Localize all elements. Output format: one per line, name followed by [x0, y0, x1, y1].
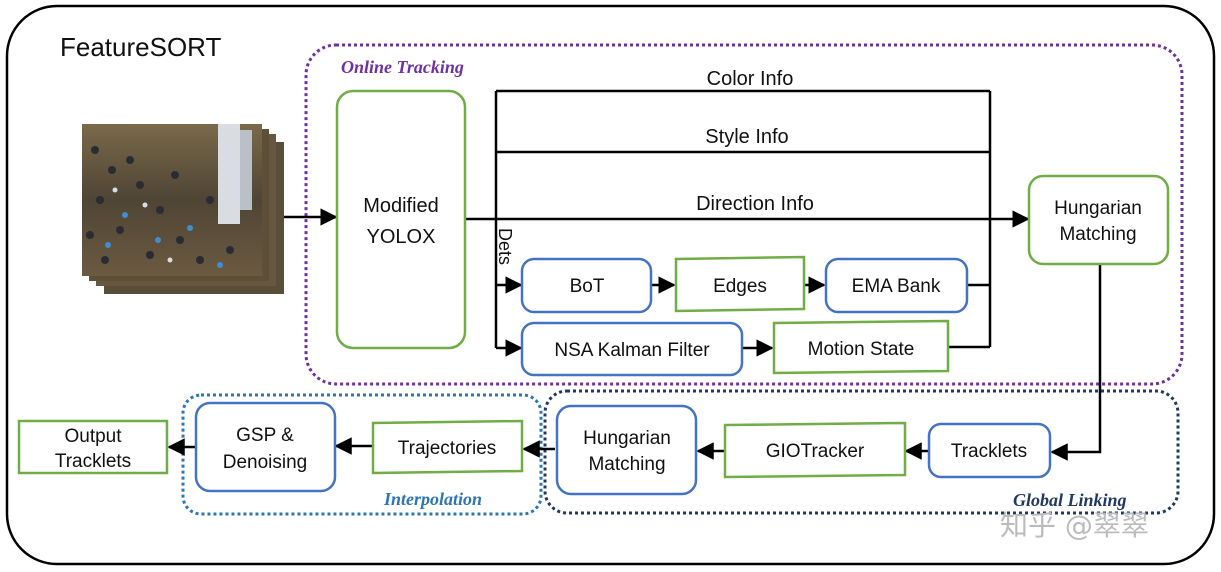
gsp-line2: Denoising: [223, 452, 308, 473]
yolox-box: [335, 89, 467, 350]
color-info-label: Color Info: [707, 68, 794, 90]
diagram-title: FeatureSORT: [60, 32, 221, 62]
tracklets-box: [927, 422, 1052, 479]
input-frames-image: [82, 124, 284, 294]
gsp-line1: GSP &: [236, 425, 294, 446]
style-info-label: Style Info: [705, 126, 788, 148]
bot-box: [520, 257, 653, 314]
trajectories-box: [371, 419, 524, 475]
output-line2: Tracklets: [55, 451, 131, 472]
direction-info-label: Direction Info: [696, 193, 814, 215]
dets-label: Dets: [495, 228, 515, 265]
online-tracking-region: [304, 43, 1184, 386]
output-line1: Output: [64, 426, 122, 447]
nsa-kalman-box: [520, 321, 744, 377]
interpolation-label: Interpolation: [383, 489, 482, 509]
yolox-label-line1: Modified: [363, 195, 439, 217]
ema-bank-box: [824, 257, 969, 314]
gsp-denoising-box: [194, 401, 337, 493]
hungarian-bottom-line2: Matching: [588, 454, 665, 475]
watermark-text: 知乎 @翠翠: [1000, 509, 1149, 542]
hungarian-matching-bottom-box: [555, 404, 698, 496]
motion-state-box: [772, 319, 950, 375]
giotracker-label: GIOTracker: [766, 441, 865, 462]
hungarian-top-line1: Hungarian: [1054, 198, 1142, 219]
giotracker-box: [723, 421, 907, 479]
ema-bank-label: EMA Bank: [852, 276, 941, 297]
global-linking-label: Global Linking: [1013, 490, 1127, 510]
hungarian-bottom-line1: Hungarian: [583, 428, 671, 449]
trajectories-label: Trajectories: [398, 438, 497, 459]
online-tracking-label: Online Tracking: [341, 57, 464, 77]
edges-label: Edges: [713, 276, 767, 297]
motion-state-label: Motion State: [808, 339, 915, 360]
hungarian-matching-top-box: [1027, 174, 1170, 266]
global-linking-region: [543, 389, 1180, 515]
yolox-label-line2: YOLOX: [367, 226, 436, 248]
hungarian-top-line2: Matching: [1059, 224, 1136, 245]
output-tracklets-box: [17, 419, 169, 475]
tracklets-label: Tracklets: [951, 441, 1027, 462]
edges-box: [674, 255, 806, 313]
nsa-kalman-label: NSA Kalman Filter: [554, 340, 710, 361]
connectors: [167, 89, 1102, 461]
bot-label: BoT: [570, 276, 605, 297]
